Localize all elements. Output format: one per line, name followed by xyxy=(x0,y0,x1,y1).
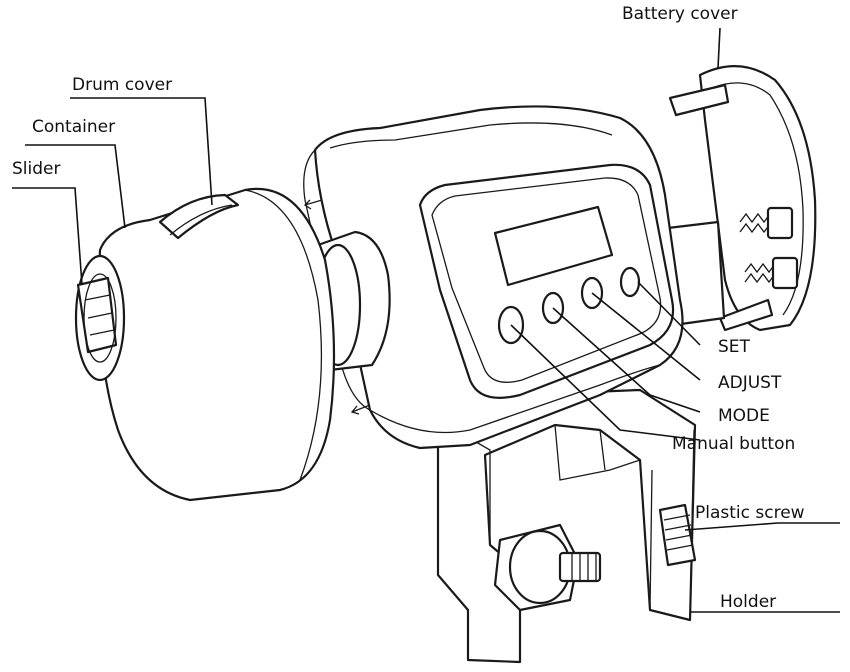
battery-cover-part xyxy=(668,65,817,332)
label-manual-button: Manual button xyxy=(672,434,795,454)
main-body-part xyxy=(303,105,726,450)
assembly-arrow-top xyxy=(303,199,323,210)
label-battery-cover: Battery cover xyxy=(622,4,738,24)
assembly-arrow-bottom xyxy=(350,404,371,415)
label-drum-cover: Drum cover xyxy=(72,75,172,95)
drum-container-part xyxy=(74,187,391,502)
label-slider: Slider xyxy=(12,159,60,179)
label-mode: MODE xyxy=(718,406,770,426)
leader-lines xyxy=(12,27,840,613)
holder-part xyxy=(393,388,697,664)
label-holder: Holder xyxy=(720,592,776,612)
label-adjust: ADJUST xyxy=(718,373,782,393)
label-set: SET xyxy=(718,337,751,357)
label-container: Container xyxy=(32,117,115,137)
label-plastic-screw: Plastic screw xyxy=(695,503,805,523)
